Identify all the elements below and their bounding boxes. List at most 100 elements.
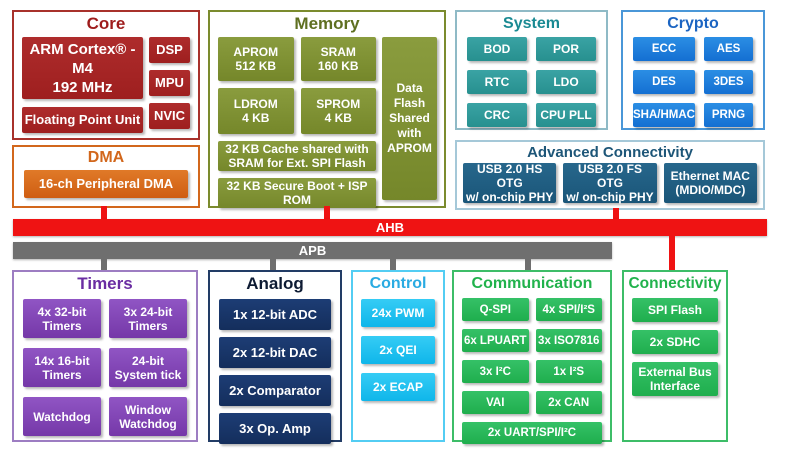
memory-title: Memory [294,14,360,33]
vai-block: VAI [462,391,529,414]
communication-grid: Q-SPI 4x SPI/I²S 6x LPUART 3x ISO7816 3x… [454,296,610,444]
lpuart-block: 6x LPUART [462,329,529,352]
comparator-block: 2x Comparator [219,375,331,406]
mpu-block: MPU [149,70,190,96]
aprom-block: APROM 512 KB [218,37,294,81]
sprom-size: 4 KB [324,111,352,125]
timers-panel: Timers 4x 32-bit Timers 3x 24-bit Timers… [12,270,198,442]
memory-body: APROM 512 KB SRAM 160 KB LDROM 4 KB SPRO… [210,36,444,208]
usb-hs-line2: w/ on-chip PHY [465,190,554,204]
apb-bus: APB [13,242,612,259]
sdhc-block: 2x SDHC [632,330,718,354]
ethernet-line1: Ethernet MAC [670,169,750,183]
core-title: Core [86,14,126,33]
sram-name: SRAM [320,45,356,59]
pwm-block: 24x PWM [361,299,435,327]
timers-24bit-block: 3x 24-bit Timers [109,299,187,338]
peripheral-dma-block: 16-ch Peripheral DMA [24,170,188,198]
connectivity-title: Connectivity [628,275,722,292]
crypto-panel: Crypto ECC AES DES 3DES SHA/HMAC PRNG [621,10,765,130]
system-grid: BOD POR RTC LDO CRC CPU PLL [457,35,606,127]
ecc-block: ECC [633,37,695,61]
core-body: ARM Cortex® -M4 192 MHz Floating Point U… [14,36,198,133]
communication-panel: Communication Q-SPI 4x SPI/I²S 6x LPUART… [452,270,612,444]
spi-flash-block: SPI Flash [632,298,718,322]
aprom-size: 512 KB [235,59,277,73]
sprom-name: SPROM [316,97,361,111]
connectivity-column: SPI Flash 2x SDHC External Bus Interface [624,296,726,396]
ldrom-block: LDROM 4 KB [218,88,294,134]
communication-title: Communication [471,275,593,292]
adc-block: 1x 12-bit ADC [219,299,331,330]
i2s-block: 1x I²S [535,360,602,383]
cpu-line1: ARM Cortex® -M4 [29,40,136,77]
dsp-block: DSP [149,37,190,63]
cpu-pll-block: CPU PLL [536,103,596,127]
usb-fs-line2: w/ on-chip PHY [566,190,654,204]
ldo-block: LDO [536,70,596,94]
usb-hs-line1: USB 2.0 HS OTG [476,162,543,190]
connectivity-panel: Connectivity SPI Flash 2x SDHC External … [622,270,728,442]
timers-title: Timers [77,274,133,293]
advanced-connectivity-title: Advanced Connectivity [527,144,693,161]
des-block: DES [633,70,695,94]
crypto-grid: ECC AES DES 3DES SHA/HMAC PRNG [623,35,763,127]
aprom-name: APROM [233,45,279,59]
core-left-column: ARM Cortex® -M4 192 MHz Floating Point U… [22,37,143,133]
control-column: 24x PWM 2x QEI 2x ECAP [353,296,443,401]
qspi-block: Q-SPI [462,298,529,321]
opamp-block: 3x Op. Amp [219,413,331,444]
ecap-block: 2x ECAP [361,373,435,401]
iso7816-block: 3x ISO7816 [535,329,602,352]
timers-grid: 4x 32-bit Timers 3x 24-bit Timers 14x 16… [14,296,196,436]
core-right-column: DSP MPU NVIC [149,37,190,133]
analog-panel: Analog 1x 12-bit ADC 2x 12-bit DAC 2x Co… [208,270,342,444]
watchdog-block: Watchdog [23,397,101,436]
advanced-connectivity-panel: Advanced Connectivity USB 2.0 HS OTG w/ … [455,140,765,210]
core-panel: Core ARM Cortex® -M4 192 MHz Floating Po… [12,10,200,140]
qei-block: 2x QEI [361,336,435,364]
bod-block: BOD [467,37,527,61]
sprom-block: SPROM 4 KB [300,88,376,134]
connector-advconn-ahb [613,208,619,219]
window-watchdog-block: Window Watchdog [109,397,187,436]
rtc-block: RTC [467,70,527,94]
usb-fs-line1: USB 2.0 FS OTG [577,162,642,190]
external-bus-interface-block: External Bus Interface [632,362,718,396]
timers-16bit-block: 14x 16-bit Timers [23,348,101,387]
spi-i2s-block: 4x SPI/I²S [535,298,602,321]
3des-block: 3DES [703,70,753,94]
system-panel: System BOD POR RTC LDO CRC CPU PLL [455,10,608,130]
memory-main: APROM 512 KB SRAM 160 KB LDROM 4 KB SPRO… [218,37,376,208]
connector-apb-timers [101,259,107,270]
ethernet-line2: (MDIO/MDC) [675,183,746,197]
aes-block: AES [703,37,753,61]
crc-block: CRC [467,103,527,127]
ldrom-name: LDROM [233,97,278,111]
usb-hs-otg-block: USB 2.0 HS OTG w/ on-chip PHY [463,162,557,204]
por-block: POR [536,37,596,61]
i2c-block: 3x I²C [462,360,529,383]
secure-boot-block: 32 KB Secure Boot + ISP ROM [218,178,376,208]
connector-ahb-connectivity [669,236,675,270]
memory-row-1: APROM 512 KB SRAM 160 KB [218,37,376,81]
connector-apb-communication [525,259,531,270]
cpu-line2: 192 MHz [52,78,113,96]
connector-memory-ahb [324,206,330,219]
cache-block: 32 KB Cache shared with SRAM for Ext. SP… [218,141,376,171]
cpu-block: ARM Cortex® -M4 192 MHz [22,37,143,99]
can-block: 2x CAN [535,391,602,414]
uart-spi-i2c-block: 2x UART/SPI/I²C [462,422,602,444]
crypto-title: Crypto [667,15,719,32]
usb-fs-otg-block: USB 2.0 FS OTG w/ on-chip PHY [563,162,657,204]
memory-panel: Memory APROM 512 KB SRAM 160 KB LDROM [208,10,446,208]
dma-panel: DMA 16-ch Peripheral DMA [12,145,200,208]
systick-block: 24-bit System tick [109,348,187,387]
control-panel: Control 24x PWM 2x QEI 2x ECAP [351,270,445,442]
fpu-block: Floating Point Unit [22,107,143,133]
analog-title: Analog [246,274,304,293]
advanced-connectivity-row: USB 2.0 HS OTG w/ on-chip PHY USB 2.0 FS… [457,162,763,204]
ethernet-mac-block: Ethernet MAC (MDIO/MDC) [663,163,757,203]
connector-dma-ahb [101,206,107,219]
timers-32bit-block: 4x 32-bit Timers [23,299,101,338]
